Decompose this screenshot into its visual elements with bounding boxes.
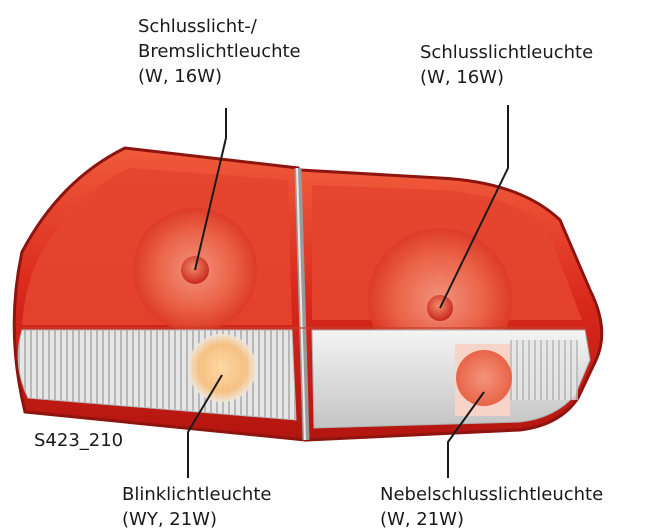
label-tail: Schlusslichtleuchte (W, 16W) — [420, 40, 593, 90]
label-tail-line1: Schlusslichtleuchte — [420, 40, 593, 65]
label-brake-tail-line1: Schlusslicht-/ — [138, 14, 301, 39]
label-turn: Blinklichtleuchte (WY, 21W) — [122, 482, 271, 532]
right-lower-ribs — [510, 340, 578, 400]
label-brake-tail: Schlusslicht-/ Bremslichtleuchte (W, 16W… — [138, 14, 301, 89]
label-turn-line2: (WY, 21W) — [122, 507, 271, 532]
label-fog-line2: (W, 21W) — [380, 507, 603, 532]
fog-lamp-bulb — [456, 350, 512, 406]
label-turn-line1: Blinklichtleuchte — [122, 482, 271, 507]
label-brake-tail-line2: Bremslichtleuchte — [138, 39, 301, 64]
label-brake-tail-line3: (W, 16W) — [138, 64, 301, 89]
label-fog-line1: Nebelschlusslichtleuchte — [380, 482, 603, 507]
turn-signal-bulb — [188, 334, 256, 402]
label-tail-line2: (W, 16W) — [420, 65, 593, 90]
label-fog: Nebelschlusslichtleuchte (W, 21W) — [380, 482, 603, 532]
figure-code: S423_210 — [34, 428, 123, 453]
